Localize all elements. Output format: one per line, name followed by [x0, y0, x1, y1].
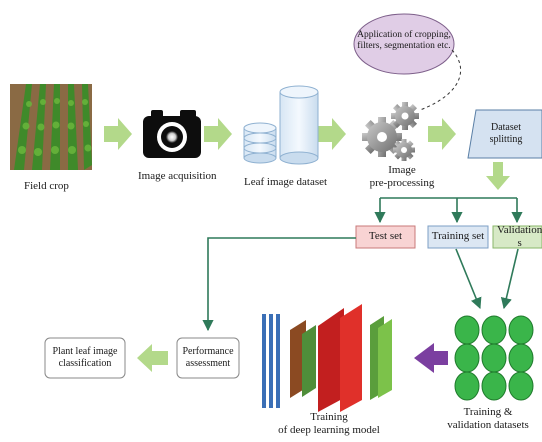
performance-label: Performance assessment: [177, 338, 239, 378]
training-validation-line2: validation datasets: [447, 418, 529, 431]
test-set-box: [355, 225, 416, 249]
field-crop-image: [10, 84, 92, 170]
deep-learning-model-icon: [262, 304, 392, 412]
training-validation-label: Training & validation datasets: [436, 406, 540, 431]
arrow-testset-to-performance: [202, 237, 356, 332]
arrow-splitting-down: [486, 162, 510, 190]
preprocessing-note-text: Application of cropping, filters, segmen…: [354, 30, 454, 52]
dl-training-line2: of deep learning model: [278, 423, 380, 436]
dataset-splitting-line2: splitting: [489, 134, 523, 145]
dl-training-line1: Training: [310, 411, 348, 423]
validation-set-box: [492, 225, 542, 249]
note-connector: [419, 49, 462, 111]
gears-icon: [362, 102, 419, 161]
preprocessing-note-line1: Application of cropping,: [357, 30, 451, 40]
training-validation-line1: Training &: [463, 406, 513, 418]
performance-box: [176, 337, 240, 379]
classification-line2: classification: [58, 358, 112, 369]
arrow-crop-to-camera: [104, 118, 132, 150]
preprocessing-note-bubble: [353, 13, 455, 75]
image-preprocessing-line2: pre-processing: [369, 176, 435, 189]
training-validation-dots: [454, 315, 534, 401]
dl-training-label: Training of deep learning model: [262, 411, 396, 436]
classification-box: [44, 337, 126, 379]
database-icon: [243, 85, 319, 165]
dataset-splitting-line1: Dataset: [490, 122, 521, 133]
validation-set-label: Validation s: [497, 226, 542, 248]
arrows-sets-to-datasets: [455, 248, 519, 310]
test-set-label: Test set: [368, 230, 403, 243]
arrow-dataset-to-preprocessing: [318, 118, 346, 150]
preprocessing-note-line2: filters, segmentation etc.: [357, 40, 451, 51]
training-set-box: [427, 225, 489, 249]
classification-line1: Plant leaf image: [52, 346, 118, 357]
split-connectors: [374, 197, 523, 224]
dataset-splitting-label: Dataset splitting: [476, 112, 536, 156]
image-acquisition-label: Image acquisition: [138, 170, 217, 182]
image-preprocessing-label: Image pre-processing: [364, 164, 440, 189]
image-preprocessing-line1: Image: [388, 164, 416, 176]
arrow-camera-to-dataset: [204, 118, 232, 150]
field-crop-label: Field crop: [24, 180, 69, 192]
dataset-splitting-shape: [467, 109, 542, 159]
arrow-datasets-to-model: [414, 343, 448, 373]
performance-line1: Performance: [182, 346, 234, 357]
arrow-performance-to-classification: [137, 344, 168, 372]
arrow-preprocessing-to-splitting: [428, 118, 456, 150]
leaf-image-dataset-label: Leaf image dataset: [244, 176, 328, 188]
camera-icon: [143, 110, 201, 158]
performance-line2: assessment: [185, 358, 231, 369]
training-set-label: Training set: [431, 230, 485, 243]
classification-label: Plant leaf image classification: [45, 338, 125, 378]
